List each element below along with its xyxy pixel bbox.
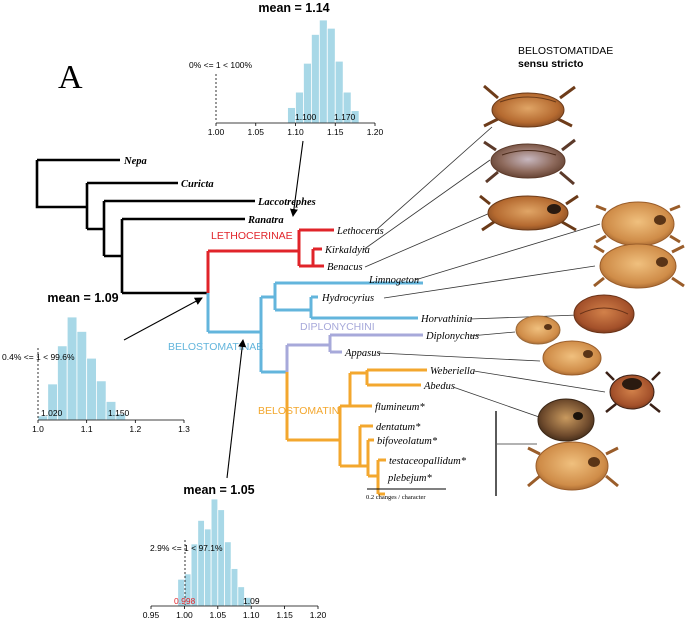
lethocerinae-branches bbox=[206, 228, 334, 293]
taxon-kirkaldyia: Kirkaldyia bbox=[324, 245, 370, 256]
histogram-tick-label: 1.05 bbox=[210, 610, 227, 620]
histogram-tick-label: 1.20 bbox=[367, 127, 384, 137]
diplonychini-branches bbox=[285, 333, 423, 372]
histogram-top-bars bbox=[287, 19, 360, 124]
taxon-hydrocyrius: Hydrocyrius bbox=[321, 293, 374, 304]
histogram-bar bbox=[310, 34, 320, 124]
taxon-horvathinia: Horvathinia bbox=[420, 314, 472, 325]
specimen-photo-3 bbox=[479, 194, 579, 232]
histogram-bottom-ticks: 0.95 1.00 1.05 1.10 1.15 1.20 bbox=[143, 606, 327, 620]
specimen-photo-10 bbox=[537, 398, 595, 442]
taxon-bifoveolatum: bifoveolatum* bbox=[377, 436, 438, 447]
histogram-left-hpd-low: 1.020 bbox=[41, 408, 63, 418]
photo-leader-lines bbox=[362, 126, 606, 445]
histogram-tick-label: 1.10 bbox=[243, 610, 260, 620]
histogram-tick-label: 1.0 bbox=[32, 424, 44, 434]
taxon-limnogeton: Limnogeton bbox=[368, 275, 419, 286]
histogram-tick-label: 1.15 bbox=[327, 127, 344, 137]
taxon-dentatum: dentatum* bbox=[376, 422, 421, 433]
histogram-bar bbox=[230, 568, 239, 607]
histogram-bottom: mean = 1.05 2.9% <= 1 < 97.1% 0.95 1.00 1.… bbox=[143, 483, 327, 620]
taxon-curicta: Curicta bbox=[181, 179, 214, 190]
belostomatini-branches bbox=[285, 368, 427, 496]
arrow-left-to-root bbox=[123, 297, 203, 341]
belostomatinae-branches bbox=[206, 281, 423, 374]
taxon-laccotrephes: Laccotrephes bbox=[257, 197, 316, 208]
scale-bar-label: 0.2 changes / character bbox=[366, 494, 426, 501]
histogram-tick-label: 1.20 bbox=[310, 610, 327, 620]
specimen-photo-4 bbox=[595, 201, 681, 247]
histogram-bar bbox=[96, 380, 107, 421]
histogram-bottom-percent: 2.9% <= 1 < 97.1% bbox=[150, 543, 223, 553]
taxon-diplonychus: Diplonychus bbox=[425, 331, 479, 342]
arrow-top-to-lethocerinae bbox=[289, 140, 304, 217]
histogram-tick-label: 1.00 bbox=[176, 610, 193, 620]
taxon-flumineum: flumineum* bbox=[375, 402, 425, 413]
specimen-photo-6 bbox=[573, 294, 635, 334]
taxon-plebejum: plebejum* bbox=[387, 473, 432, 484]
histogram-left-percent: 0.4% <= 1 < 99.6% bbox=[2, 352, 75, 362]
taxon-testaceopallidum: testaceopallidum* bbox=[389, 456, 467, 467]
histogram-top-hpd-low: 1.100 bbox=[295, 112, 317, 122]
histogram-tick-label: 1.1 bbox=[81, 424, 93, 434]
outgroup-branches bbox=[35, 158, 255, 295]
taxon-weberiella: Weberiella bbox=[430, 366, 475, 377]
specimen-photo-11 bbox=[527, 441, 619, 491]
histogram-bar bbox=[326, 27, 336, 124]
histogram-tick-label: 1.15 bbox=[276, 610, 293, 620]
histogram-left-ticks: 1.0 1.1 1.2 1.3 bbox=[32, 420, 190, 434]
histogram-bar bbox=[224, 541, 232, 607]
histogram-top-percent: 0% <= 1 < 100% bbox=[189, 60, 253, 70]
arrow-bottom-to-belostomatinae bbox=[226, 339, 247, 479]
histogram-tick-label: 1.2 bbox=[129, 424, 141, 434]
histogram-left-bars bbox=[37, 316, 127, 421]
histogram-top-mean: mean = 1.14 bbox=[258, 1, 329, 15]
clade-label-diplonychini: DIPLONYCHINI bbox=[300, 321, 375, 333]
specimen-photo-1 bbox=[483, 84, 576, 128]
taxon-nepa: Nepa bbox=[123, 156, 147, 167]
taxon-benacus: Benacus bbox=[327, 262, 363, 273]
specimen-photo-2 bbox=[483, 138, 576, 186]
clade-label-belostomatinae: BELOSTOMATINAE bbox=[168, 341, 263, 353]
specimen-photo-5 bbox=[593, 243, 685, 289]
histogram-tick-label: 1.05 bbox=[247, 127, 264, 137]
histogram-bottom-hpd-high: 1.09 bbox=[243, 596, 260, 606]
histogram-bar bbox=[86, 357, 97, 421]
specimen-photo-8 bbox=[542, 340, 602, 376]
histogram-tick-label: 0.95 bbox=[143, 610, 160, 620]
family-subtitle: sensu stricto bbox=[518, 58, 583, 70]
taxon-abedus: Abedus bbox=[423, 381, 455, 392]
histogram-left-hpd-high: 1.150 bbox=[108, 408, 130, 418]
taxon-ranatra: Ranatra bbox=[247, 215, 284, 226]
specimen-photo-7 bbox=[515, 315, 561, 345]
histogram-bottom-bars bbox=[177, 498, 252, 607]
clade-label-belostomatini: BELOSTOMATINI bbox=[258, 405, 342, 417]
histogram-tick-label: 1.00 bbox=[208, 127, 225, 137]
histogram-bottom-hpd-low: 0.998 bbox=[174, 596, 196, 606]
taxon-lethocerus: Lethocerus bbox=[336, 226, 384, 237]
histogram-bottom-mean: mean = 1.05 bbox=[183, 483, 254, 497]
histogram-tick-label: 1.10 bbox=[287, 127, 304, 137]
histogram-bar bbox=[76, 331, 88, 421]
histogram-bar bbox=[66, 316, 78, 421]
histogram-bar bbox=[318, 19, 328, 124]
histogram-left-mean: mean = 1.09 bbox=[47, 291, 118, 305]
histogram-tick-label: 1.3 bbox=[178, 424, 190, 434]
histogram-top-ticks: 1.00 1.05 1.10 1.15 1.20 bbox=[208, 123, 384, 137]
histogram-top-hpd-high: 1.170 bbox=[334, 112, 356, 122]
histogram-bar bbox=[204, 528, 212, 607]
histogram-bar bbox=[197, 520, 205, 607]
specimen-photo-9 bbox=[605, 371, 661, 413]
histogram-bar bbox=[217, 509, 225, 607]
taxon-appasus: Appasus bbox=[344, 348, 381, 359]
clade-label-lethocerinae: LETHOCERINAE bbox=[211, 230, 293, 242]
panel-label: A bbox=[58, 59, 83, 96]
family-title: BELOSTOMATIDAE bbox=[518, 45, 613, 57]
